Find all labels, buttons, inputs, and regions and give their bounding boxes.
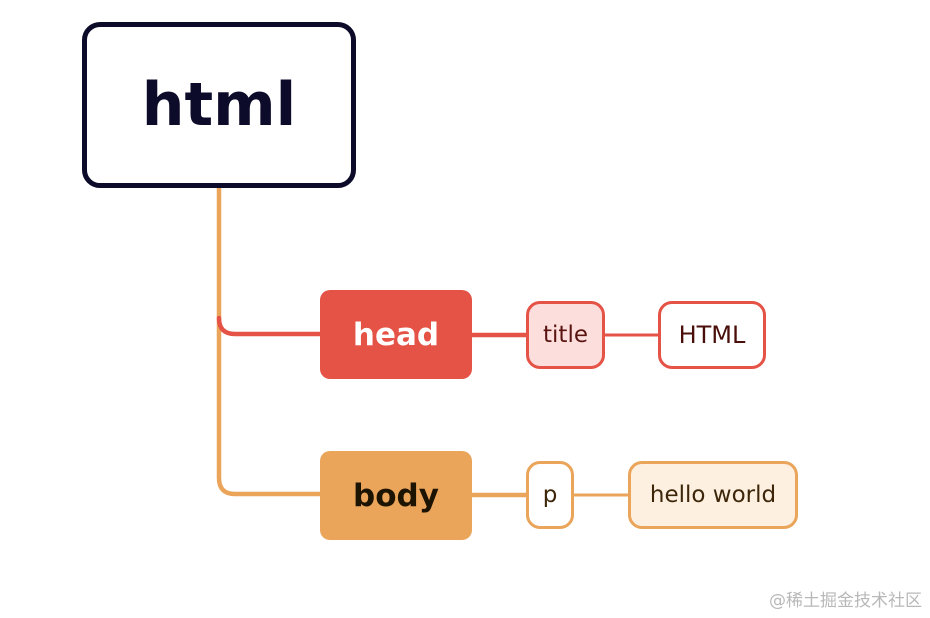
node-p-text: hello world	[628, 461, 798, 529]
node-title: title	[526, 301, 605, 369]
connector-root-to-head	[216, 315, 323, 337]
node-html-root: html	[82, 22, 356, 188]
node-head: head	[320, 290, 472, 379]
node-p: p	[526, 461, 574, 529]
node-title-text: HTML	[658, 301, 766, 369]
connector-root-to-body	[216, 185, 323, 497]
node-body: body	[320, 451, 472, 540]
watermark: @稀土掘金技术社区	[769, 591, 922, 611]
